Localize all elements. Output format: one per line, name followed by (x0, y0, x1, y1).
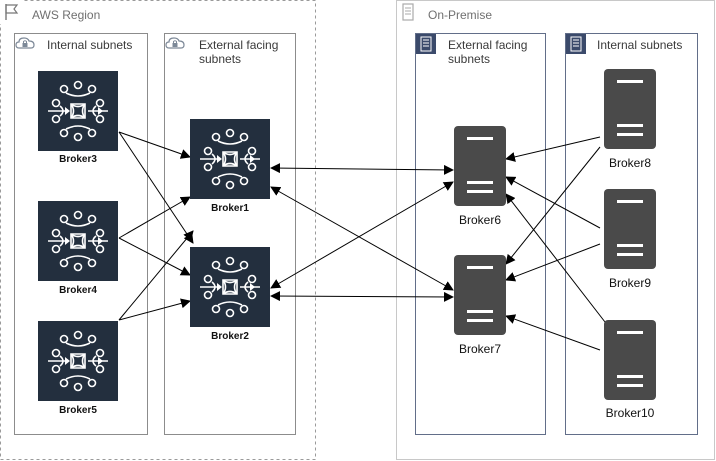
message-broker-icon (189, 246, 271, 328)
edge-broker10-broker6 (505, 193, 606, 323)
flag-icon (0, 0, 24, 24)
onprem-external-subnet-title-line1: External facing (448, 38, 528, 52)
message-broker-icon (37, 70, 119, 152)
onprem-external-subnet-box (415, 33, 546, 435)
server-icon (604, 320, 656, 400)
broker3-node[interactable] (37, 70, 119, 152)
broker6-node[interactable] (454, 126, 506, 206)
aws-external-subnet-box (164, 33, 296, 435)
aws-region-title: AWS Region (32, 8, 101, 22)
broker1-node[interactable] (189, 118, 271, 200)
edge-broker1-broker6 (270, 163, 454, 175)
edge-broker5-broker2 (118, 298, 191, 321)
message-broker-icon (37, 320, 119, 402)
onprem-internal-subnet-box (565, 33, 698, 435)
broker8-node[interactable] (604, 69, 656, 149)
cloud-lock-icon (165, 34, 187, 54)
broker7-label: Broker7 (458, 342, 502, 356)
on-premise-boundary (396, 0, 715, 460)
server-icon (604, 69, 656, 149)
edge-broker2-broker6 (270, 181, 454, 289)
edge-broker8-broker6 (505, 136, 601, 162)
edge-broker2-broker7 (270, 291, 454, 302)
aws-external-subnet-title-line2: subnets (199, 52, 242, 66)
broker1-label: Broker1 (211, 203, 249, 214)
broker8-label: Broker8 (608, 156, 652, 170)
edge-broker9-broker6 (505, 176, 601, 229)
message-broker-icon (37, 200, 119, 282)
edge-broker8-broker7 (505, 146, 601, 265)
aws-internal-subnet-title: Internal subnets (47, 38, 133, 52)
edge-broker10-broker7 (505, 314, 601, 351)
building-outline-icon (397, 1, 419, 23)
broker6-label: Broker6 (458, 213, 502, 227)
onprem-external-subnet-title-line2: subnets (448, 52, 491, 66)
message-broker-icon (189, 118, 271, 200)
broker2-label: Broker2 (211, 331, 249, 342)
broker5-node[interactable] (37, 320, 119, 402)
aws-region-boundary (0, 0, 316, 460)
building-icon (416, 34, 436, 54)
broker2-node[interactable] (189, 246, 271, 328)
broker9-label: Broker9 (608, 276, 652, 290)
edge-broker4-broker1 (118, 196, 191, 239)
aws-internal-subnet-box (14, 33, 148, 435)
broker10-label: Broker10 (605, 406, 655, 420)
edge-broker1-broker7 (270, 186, 454, 291)
edge-broker3-broker1 (118, 131, 191, 159)
edge-broker4-broker2 (118, 237, 191, 276)
edge-broker3-broker2 (118, 131, 194, 244)
server-icon (454, 126, 506, 206)
cloud-lock-icon (15, 34, 37, 54)
broker5-label: Broker5 (59, 405, 97, 416)
broker7-node[interactable] (454, 255, 506, 335)
aws-external-subnet-title-line1: External facing (199, 38, 279, 52)
on-premise-title: On-Premise (428, 8, 493, 22)
broker10-node[interactable] (604, 320, 656, 400)
broker4-label: Broker4 (59, 285, 97, 296)
building-icon (566, 34, 586, 54)
broker3-label: Broker3 (59, 154, 97, 165)
server-icon (454, 255, 506, 335)
broker9-node[interactable] (604, 189, 656, 269)
broker4-node[interactable] (37, 200, 119, 282)
edge-broker5-broker1 (118, 230, 194, 321)
edge-broker9-broker7 (505, 243, 601, 282)
onprem-internal-subnet-title: Internal subnets (597, 38, 683, 52)
server-icon (604, 189, 656, 269)
